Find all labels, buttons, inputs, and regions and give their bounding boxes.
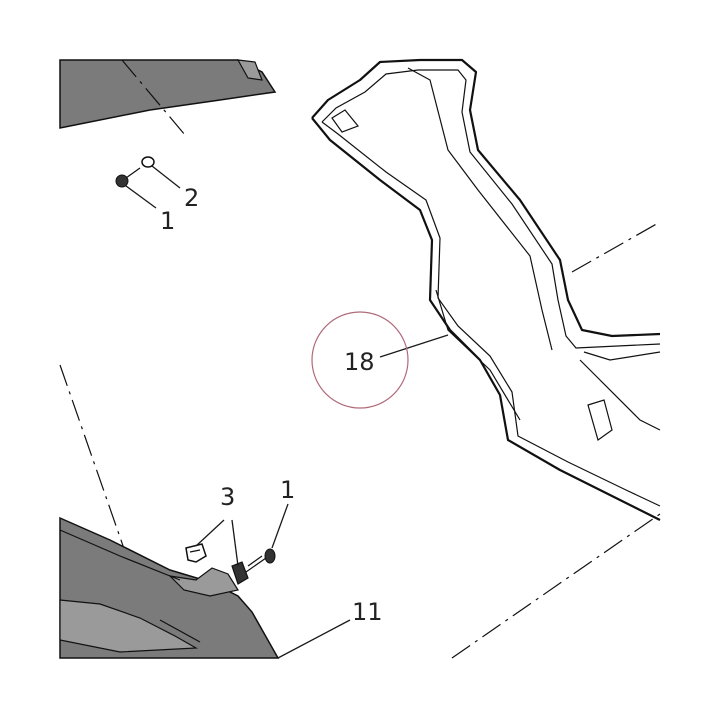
clip-left — [185, 543, 207, 563]
callout-part-18: 18 — [344, 348, 375, 376]
centerline-right-upper — [571, 221, 661, 273]
callout-screw-top: 1 — [160, 207, 175, 235]
callout-clips: 3 — [220, 483, 235, 511]
callout-washer-top: 2 — [184, 184, 199, 212]
centerline-left — [59, 364, 161, 653]
centerline-right-lower — [451, 513, 661, 659]
callout-screw-bottom: 1 — [280, 476, 295, 504]
top-left-panel — [59, 59, 277, 129]
clip-right — [231, 561, 249, 585]
callout-panel-11: 11 — [352, 598, 383, 626]
washer-top — [141, 156, 155, 168]
screw-top — [115, 167, 141, 188]
highlight-circle-18 — [311, 311, 409, 409]
screw-bottom — [245, 548, 276, 573]
panel-11 — [59, 516, 280, 659]
part-18-outline — [311, 58, 661, 521]
centerline-top — [121, 59, 186, 136]
